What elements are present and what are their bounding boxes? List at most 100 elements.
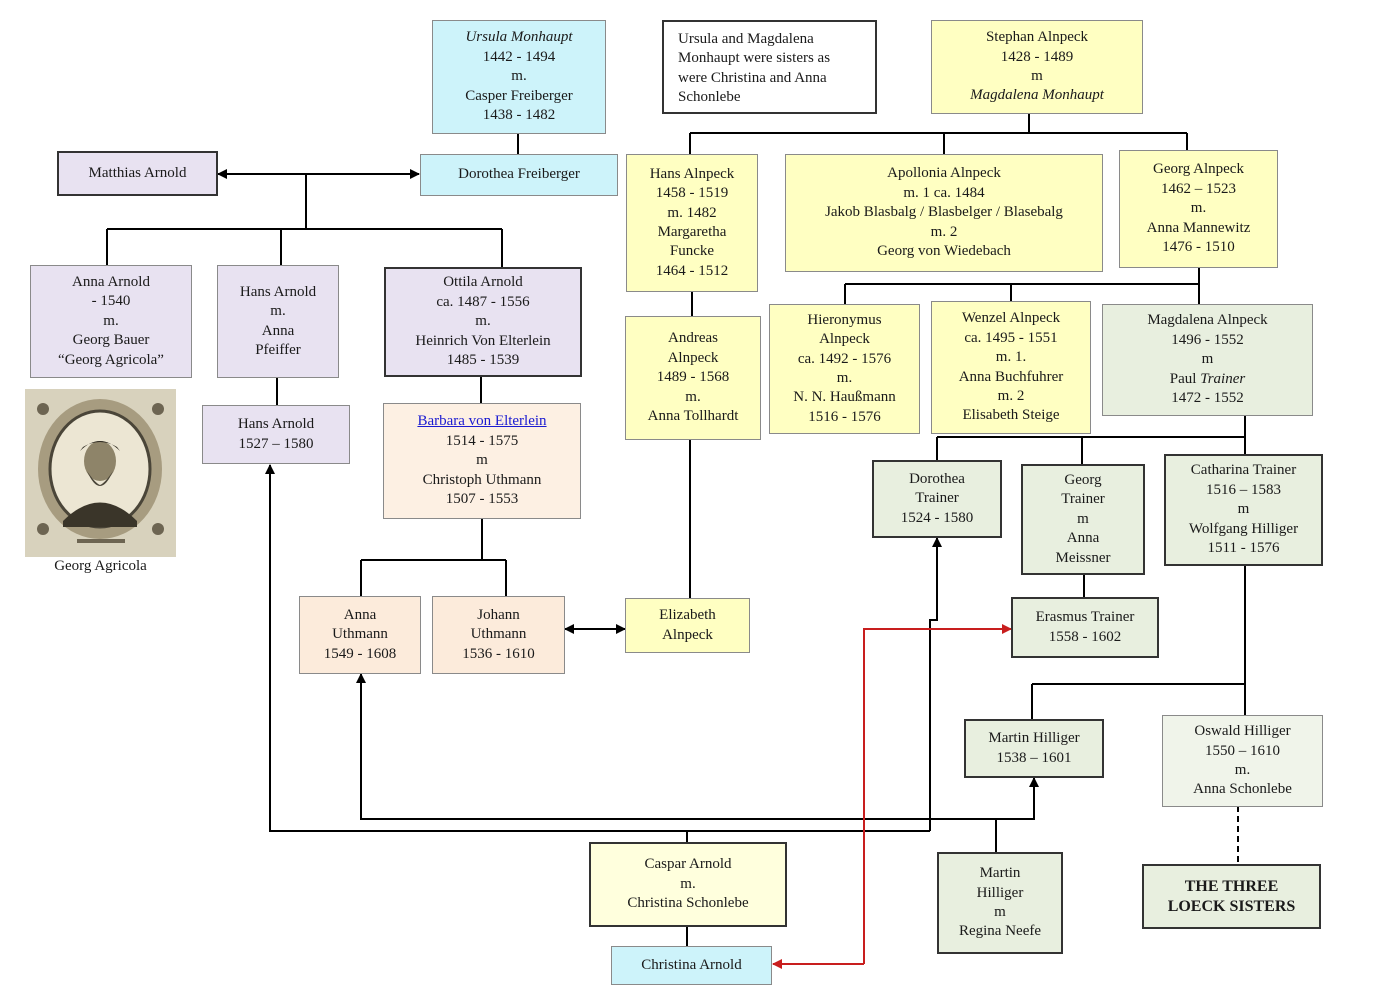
arrow-to-martin-h (996, 777, 1039, 820)
person-caspar-arnold: Caspar Arnold m. Christina Schonlebe (589, 842, 787, 927)
person-dates: ca. 1492 - 1576 (797, 350, 892, 367)
person-erasmus-trainer: Erasmus Trainer 1558 - 1602 (1011, 597, 1159, 658)
person-dates: 1558 - 1602 (1048, 628, 1122, 645)
person-dates: 1549 - 1608 (323, 645, 397, 662)
person-name-link[interactable]: Barbara von Elterlein (417, 413, 547, 430)
spouse-dates: 1438 - 1482 (482, 107, 556, 124)
marriage-label: m. (1234, 762, 1251, 778)
person-name: Magdalena Alnpeck (1147, 312, 1268, 329)
person-ursula-monhaupt: Ursula Monhaupt 1442 - 1494 m. Casper Fr… (432, 20, 606, 134)
spouse-name: Magdalena Monhaupt (970, 87, 1104, 104)
person-anna-arnold: Anna Arnold - 1540 m. Georg Bauer “Georg… (30, 265, 192, 378)
person-last-name: Uthmann (332, 626, 388, 643)
marriage-label: m (994, 904, 1006, 920)
person-first-name: Dorothea (909, 470, 965, 487)
person-ottila-arnold: Ottila Arnold ca. 1487 - 1556 m. Heinric… (384, 267, 582, 377)
marriage-label: m. (680, 875, 696, 892)
person-name: Catharina Trainer (1190, 462, 1297, 479)
person-elizabeth-alnpeck: Elizabeth Alnpeck (625, 598, 750, 653)
person-catharina-trainer: Catharina Trainer 1516 – 1583 m Wolfgang… (1164, 454, 1323, 566)
person-andreas-alnpeck: Andreas Alnpeck 1489 - 1568 m. Anna Toll… (625, 316, 761, 440)
person-name: Hans Arnold (237, 416, 315, 433)
person-christina-arnold: Christina Arnold (611, 946, 772, 985)
person-dates: 1516 – 1583 (1206, 481, 1281, 498)
arrow-to-anna-uthmann (356, 673, 996, 820)
person-oswald-hilliger: Oswald Hilliger 1550 – 1610 m. Anna Scho… (1162, 715, 1323, 807)
person-dates: 1458 - 1519 (655, 185, 729, 202)
person-dates: 1550 – 1610 (1205, 742, 1280, 759)
person-dates: 1514 - 1575 (445, 432, 519, 449)
spouse-dates: 1476 - 1510 (1162, 239, 1235, 256)
marriage-label: m. (836, 370, 853, 386)
person-name: Oswald Hilliger (1194, 723, 1291, 740)
person-name: Matthias Arnold (88, 164, 187, 181)
spouse-name: Christina Schonlebe (627, 895, 749, 912)
person-hans-arnold: Hans Arnold 1527 – 1580 (202, 405, 350, 464)
spouse-first-name: Anna (261, 322, 295, 339)
marriage-label: m. (511, 68, 527, 85)
spouse-dates: 1516 - 1576 (808, 408, 881, 425)
person-apollonia-alnpeck: Apollonia Alnpeck m. 1 ca. 1484 Jakob Bl… (785, 154, 1103, 272)
spouse-alias: “Georg Agricola” (58, 351, 164, 368)
marriage-label: m. (270, 303, 286, 320)
marriage-label-2: m. 2 (997, 387, 1025, 404)
marriage-label: m (1201, 351, 1214, 368)
arrow-to-hans-arnold (265, 464, 930, 832)
person-name: Dorothea Freiberger (458, 166, 580, 183)
spouse-first-name: Paul (1169, 370, 1197, 387)
spouse-name: Regina Neefe (958, 923, 1042, 940)
spouse-name-2: Georg von Wiedebach (877, 243, 1011, 260)
person-hans-alnpeck: Hans Alnpeck 1458 - 1519 m. 1482 Margare… (626, 154, 758, 292)
person-last-name: Hilliger (976, 884, 1024, 901)
person-name: Ursula Monhaupt (465, 29, 573, 46)
person-name: Hans Alnpeck (649, 165, 735, 182)
spouse-name: Anna Mannewitz (1146, 219, 1251, 236)
person-georg-alnpeck: Georg Alnpeck 1462 – 1523 m. Anna Mannew… (1119, 150, 1278, 268)
spouse-last-name: Trainer (1200, 370, 1246, 387)
person-dates: 1524 - 1580 (900, 509, 974, 526)
spouse-name: Anna Schonlebe (1193, 781, 1292, 798)
person-last-name: Trainer (1061, 491, 1105, 508)
person-first-name: Martin (979, 865, 1021, 882)
person-dates: 1489 - 1568 (656, 369, 730, 386)
person-name: Stephan Alnpeck (985, 29, 1089, 46)
person-name: Martin Hilliger (988, 730, 1080, 747)
marriage-label: m (1077, 510, 1089, 527)
spouse-last-name: Funcke (669, 243, 715, 260)
person-first-name: Johann (477, 606, 520, 623)
person-first-name: Georg (1064, 471, 1102, 488)
person-magdalena-alnpeck: Magdalena Alnpeck 1496 - 1552 m Paul Tra… (1102, 304, 1313, 416)
person-hans-arnold-married: Hans Arnold m. Anna Pfeiffer (217, 265, 339, 378)
person-name: Apollonia Alnpeck (887, 165, 1001, 182)
person-dates: 1442 - 1494 (482, 48, 556, 65)
person-martin-hilliger: Martin Hilliger 1538 – 1601 (964, 719, 1104, 778)
person-wenzel-alnpeck: Wenzel Alnpeck ca. 1495 - 1551 m. 1. Ann… (931, 301, 1091, 434)
arrow-to-dorothea-t (929, 537, 942, 831)
spouse-name: Georg Bauer (72, 332, 150, 349)
spouse-name: Christoph Uthmann (422, 471, 542, 488)
person-last-name: Alnpeck (662, 626, 713, 643)
person-first-name: Andreas (668, 330, 718, 347)
person-name: Caspar Arnold (644, 856, 732, 873)
spouse-dates: 1511 - 1576 (1207, 540, 1280, 557)
spouse-name: N. N. Haußmann (793, 389, 896, 406)
spouse-dates: 1485 - 1539 (446, 352, 520, 369)
spouse-last-name: Meissner (1055, 549, 1111, 566)
loeck-line-2: LOECK SISTERS (1167, 897, 1296, 915)
marriage-label: m (476, 452, 488, 469)
person-name: Anna Arnold (72, 273, 150, 290)
person-dates: 1496 - 1552 (1171, 331, 1244, 348)
spouse-name: Casper Freiberger (465, 87, 573, 104)
person-anna-uthmann: Anna Uthmann 1549 - 1608 (299, 596, 421, 674)
person-name: Wenzel Alnpeck (961, 310, 1061, 327)
spouse-name: Anna Tollhardt (647, 408, 739, 425)
person-dorothea-freiberger: Dorothea Freiberger (420, 154, 618, 196)
person-last-name: Trainer (915, 490, 959, 507)
person-georg-trainer: Georg Trainer m Anna Meissner (1021, 464, 1145, 575)
marriage-label: m (1237, 501, 1250, 518)
red-arrow-to-erasmus (863, 624, 1012, 964)
person-last-name: Alnpeck (819, 331, 870, 348)
person-first-name: Hieronymus (807, 311, 882, 328)
marriage-label: m (1031, 68, 1043, 84)
